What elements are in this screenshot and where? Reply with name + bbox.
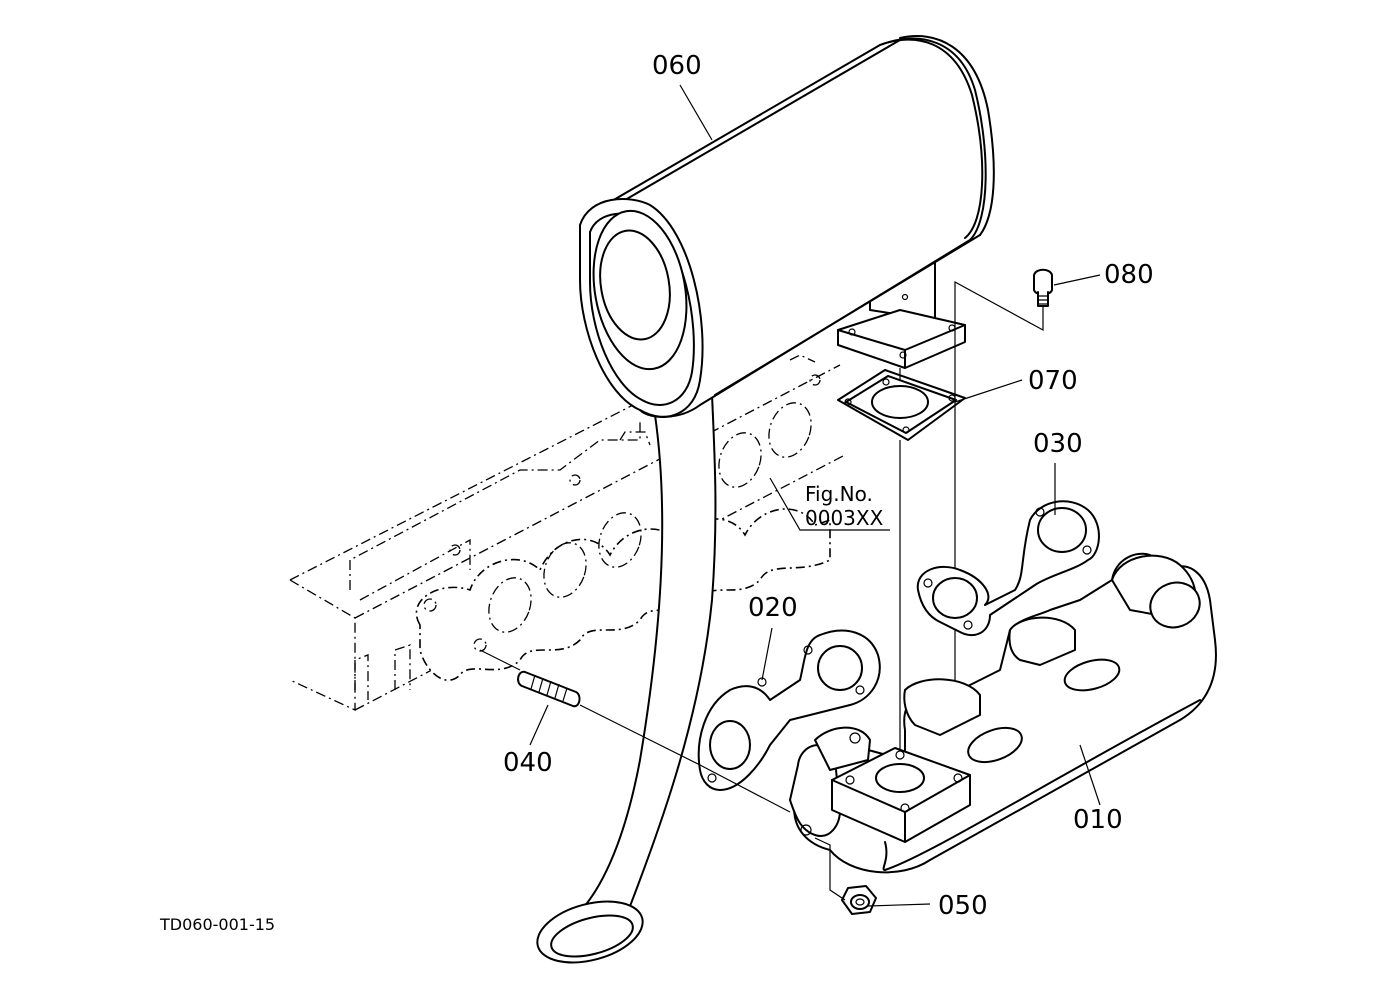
drain-plug-080 xyxy=(954,268,1053,750)
figure-reference-line1: Fig.No. xyxy=(805,482,873,506)
part-number-060: 060 xyxy=(652,51,702,81)
part-number-020: 020 xyxy=(748,593,798,623)
leader-lines xyxy=(529,84,1101,907)
engine-block-phantom xyxy=(289,324,846,712)
nut-050 xyxy=(841,885,877,915)
part-number-030: 030 xyxy=(1033,429,1083,459)
gasket-020 xyxy=(697,629,881,791)
figure-reference-line2: 0003XX xyxy=(805,506,884,530)
part-number-070: 070 xyxy=(1028,366,1078,396)
part-number-040: 040 xyxy=(503,748,553,778)
exhaust-manifold-010 xyxy=(789,552,1217,874)
part-labels: 060 080 070 030 020 040 010 050 Fig.No. … xyxy=(159,51,1154,934)
part-number-050: 050 xyxy=(938,891,988,921)
stud-040 xyxy=(517,670,581,708)
gasket-030 xyxy=(916,500,1100,637)
gasket-070 xyxy=(837,369,966,441)
part-number-010: 010 xyxy=(1073,805,1123,835)
tail-pipe xyxy=(536,394,717,964)
assembly-lines xyxy=(479,368,901,901)
drawing-code: TD060-001-15 xyxy=(159,915,275,934)
part-number-080: 080 xyxy=(1104,260,1154,290)
muffler-060 xyxy=(579,35,995,418)
